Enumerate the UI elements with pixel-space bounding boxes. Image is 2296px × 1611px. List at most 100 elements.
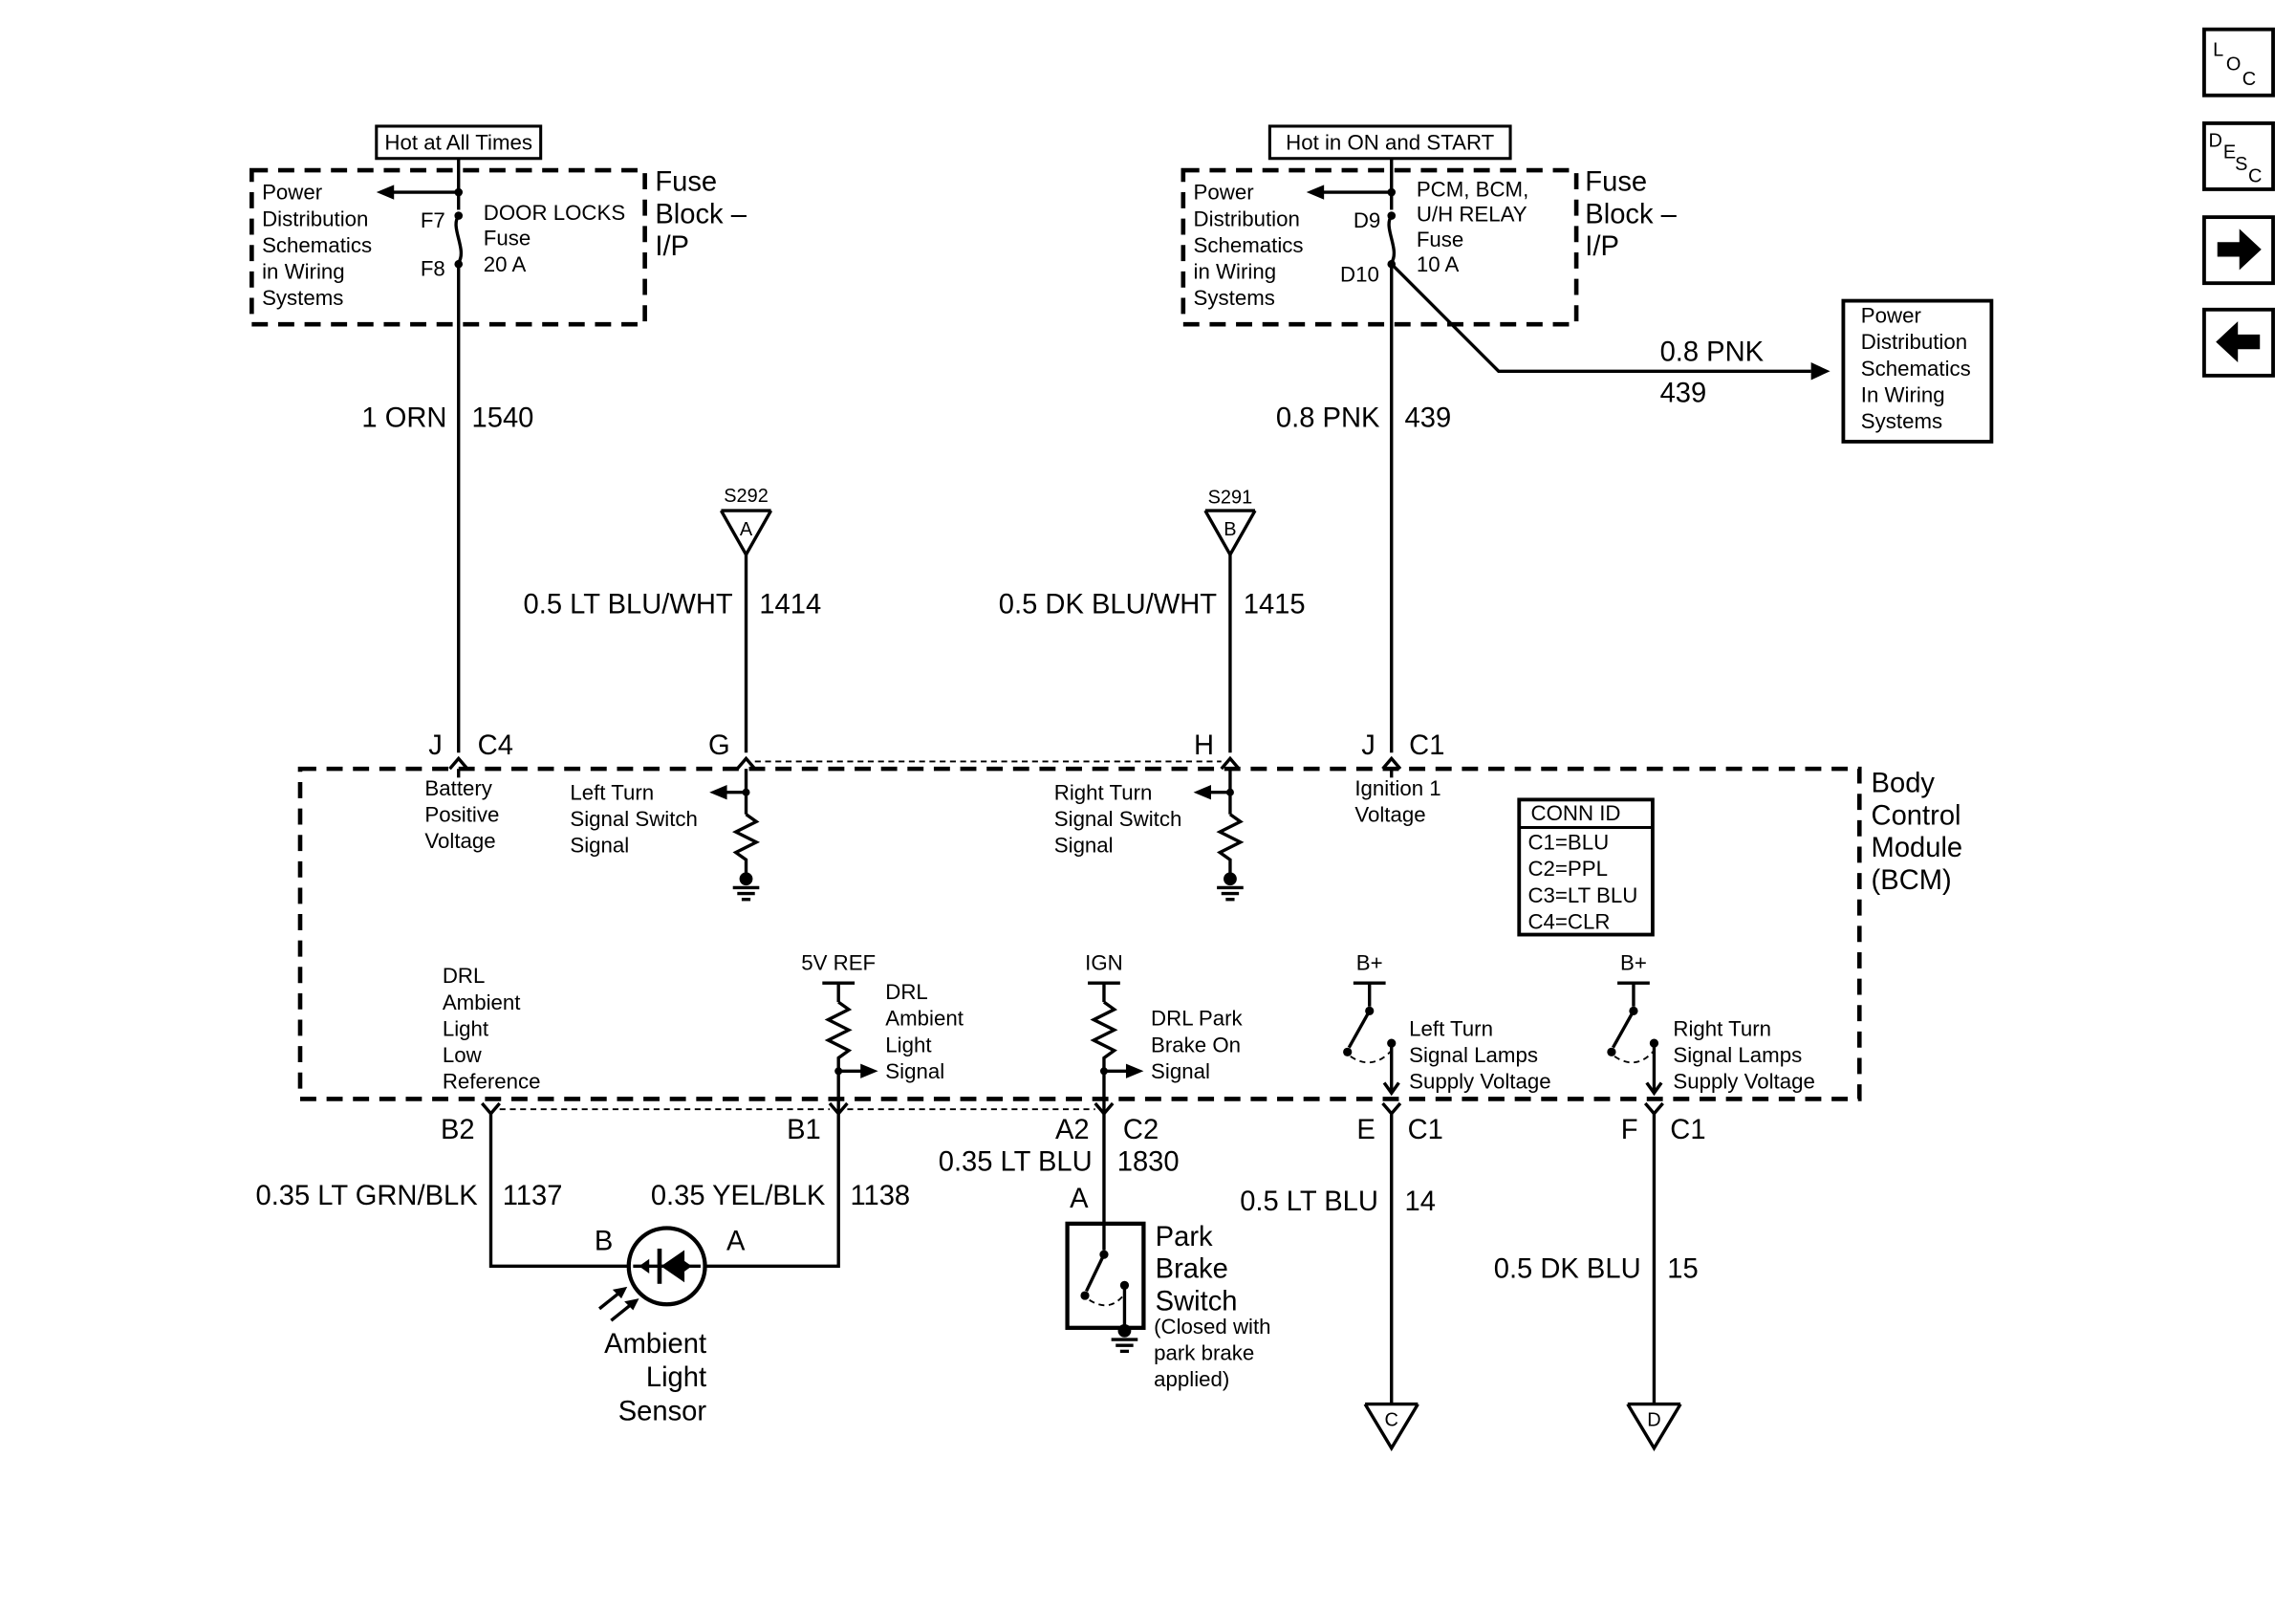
fuse-block-title-line: Block – (655, 199, 747, 229)
ground-icon (1224, 872, 1237, 886)
power-distribution-line: Systems (262, 286, 343, 310)
hot-in-on-start-box (1267, 124, 1512, 161)
connector-chevron (736, 755, 757, 771)
offpage-letter: C (1385, 1410, 1398, 1431)
pin-f: F (1621, 1115, 1638, 1145)
fuse-name-line: U/H RELAY (1417, 203, 1527, 227)
splice-name: S291 (1208, 487, 1253, 508)
hot-at-all-times-box (375, 124, 543, 161)
drl-low-reference-line: Ambient (443, 991, 521, 1014)
pin-a2: A2 (1055, 1115, 1090, 1145)
bcm-outline (297, 766, 1862, 1101)
fuse-rating: 20 A (484, 252, 527, 276)
sensor-pin-b: B (595, 1226, 613, 1256)
b-plus-label: B+ (1620, 950, 1647, 974)
pin-j: J (428, 730, 443, 761)
drl-low-reference-line: Light (443, 1016, 489, 1040)
connector-chevron (1381, 1101, 1402, 1117)
connector-c2: C2 (1123, 1115, 1159, 1145)
right-turn-switch-label: Right Turn (1054, 780, 1153, 804)
desc-button[interactable]: D E S C (2201, 120, 2275, 191)
wire-ltblu-14: 0.5 LT BLU 14 (1240, 1113, 1436, 1404)
offpage-connector-c: C (1363, 1402, 1419, 1451)
power-box-line: Schematics (1861, 357, 1971, 381)
battery-positive-line: Positive (424, 802, 499, 826)
right-turn-lamps-label: Right Turn (1673, 1016, 1771, 1040)
desc-letter-2: E (2223, 142, 2236, 163)
power-distribution-line: Distribution (1194, 207, 1300, 230)
pin-e: E (1356, 1115, 1375, 1145)
wire-circuit-label: 1540 (472, 403, 534, 434)
ground-icon (739, 872, 753, 886)
bcm-title: Body (1872, 769, 1936, 799)
wire-color-label: 0.35 LT GRN/BLK (256, 1181, 479, 1211)
wire-circuit-label: 15 (1667, 1254, 1698, 1285)
power-distribution-line: Schematics (262, 233, 372, 257)
loc-letter-3: C (2242, 69, 2256, 90)
power-distribution-line: in Wiring (1194, 260, 1277, 284)
connector-chevron (1643, 1101, 1664, 1117)
park-brake-on-line: Signal (1151, 1059, 1210, 1083)
fuse-pin-f7: F7 (421, 208, 445, 232)
splice-s291: S291 B 0.5 DK BLU/WHT 1415 (999, 487, 1306, 753)
fuse-block-title-line: I/P (655, 231, 689, 262)
fuse-block-title-line: Block – (1585, 199, 1677, 229)
fuse-block-title: Fuse (655, 166, 717, 197)
resistor-icon (732, 813, 761, 877)
power-distribution-line: Schematics (1194, 233, 1304, 257)
ign-label: IGN (1085, 950, 1123, 974)
wire-ltblu-1830: 0.35 LT BLU 1830 (939, 1113, 1180, 1224)
arrow-right-icon (1125, 1063, 1144, 1078)
ref-5v-label: 5V REF (801, 950, 876, 974)
fuse-pin-d9: D9 (1354, 208, 1380, 232)
previous-page-button[interactable] (2201, 307, 2275, 378)
left-turn-lamps-label: Left Turn (1409, 1016, 1493, 1040)
fuse-word: Fuse (484, 226, 531, 250)
wire-circuit-label: 439 (1660, 378, 1707, 408)
conn-id-row: C4=CLR (1527, 909, 1610, 933)
wire-pnk-439: 0.8 PNK 439 (1276, 264, 1451, 753)
loc-button[interactable]: L O C (2201, 27, 2275, 98)
next-page-button[interactable] (2201, 215, 2275, 286)
wire-color-label: 0.5 LT BLU (1240, 1186, 1378, 1217)
offpage-letter: D (1647, 1410, 1660, 1431)
wire-circuit-label: 1415 (1244, 589, 1306, 620)
wire-circuit-label: 1414 (759, 589, 821, 620)
sensor-pin-a: A (726, 1226, 746, 1256)
battery-positive-label: Battery (424, 776, 492, 800)
arrow-left-icon (1193, 785, 1211, 800)
arrow-left-icon (376, 185, 395, 200)
fuse-block-right-outline (1180, 167, 1579, 327)
power-box-line: In Wiring (1861, 382, 1945, 406)
park-brake-on-label: DRL Park (1151, 1007, 1243, 1031)
bcm-title-line: Module (1872, 833, 1963, 863)
left-turn-lamps-line: Supply Voltage (1409, 1070, 1550, 1094)
power-distribution-line: Systems (1194, 286, 1275, 310)
resistor-icon (1216, 813, 1245, 877)
splice-name: S292 (724, 486, 769, 507)
wire-pnk-439-branch: 0.8 PNK 439 (1390, 263, 1830, 408)
power-distribution-label: Power (1194, 181, 1255, 205)
wire-color-label: 0.8 PNK (1660, 337, 1765, 368)
park-brake-switch-note: (Closed with (1154, 1315, 1270, 1339)
drl-signal-line: Light (885, 1033, 932, 1056)
bcm-title-line: (BCM) (1872, 865, 1952, 896)
connector-chevron (1220, 755, 1241, 771)
drl-signal-line: Ambient (885, 1007, 964, 1031)
resistor-icon (824, 1000, 853, 1114)
switch-icon (1611, 1010, 1635, 1049)
loc-letter-1: L (2213, 39, 2223, 60)
wire-color-label: 0.35 YEL/BLK (651, 1181, 826, 1211)
park-brake-switch-note-line: applied) (1154, 1367, 1229, 1391)
wire-orn-1540: 1 ORN 1540 (361, 264, 534, 753)
fuse-block-title: Fuse (1585, 166, 1647, 197)
bcm-title-line: Control (1872, 800, 1961, 831)
drl-low-reference-line: Low (443, 1043, 483, 1067)
right-turn-switch-line: Signal (1054, 834, 1114, 858)
resistor-icon (1090, 1000, 1118, 1114)
park-brake-switch-name-line: Brake (1156, 1254, 1228, 1285)
park-brake-switch-name-line: Switch (1156, 1286, 1238, 1317)
hot-at-all-times-label: Hot at All Times (384, 131, 532, 155)
left-turn-switch-label: Left Turn (570, 780, 654, 804)
wire-color-label: 0.8 PNK (1276, 403, 1380, 434)
